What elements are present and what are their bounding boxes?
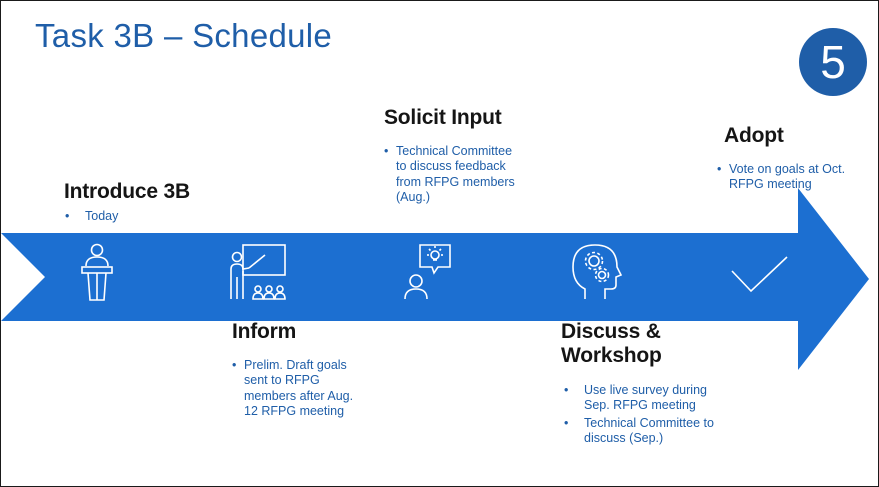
stage-introduce-title: Introduce 3B — [64, 180, 190, 203]
stage-adopt-bullet: Vote on goals at Oct. RFPG meeting — [717, 162, 867, 193]
stage-discuss-title: Discuss & Workshop — [561, 320, 662, 368]
stage-solicit-title: Solicit Input — [384, 106, 502, 129]
stage-solicit-bullets: Technical Committee to discuss feedback … — [384, 144, 516, 205]
stage-introduce-bullet: Today — [65, 209, 118, 225]
stage-inform-bullet: Prelim. Draft goals sent to RFPG members… — [232, 358, 362, 419]
head-gears-icon — [569, 241, 625, 301]
stage-adopt-title: Adopt — [724, 124, 784, 147]
stage-introduce-bullets: Today — [65, 209, 118, 225]
stage-solicit-bullet: Technical Committee to discuss feedback … — [384, 144, 516, 205]
idea-person-icon — [402, 241, 454, 301]
slide-title: Task 3B – Schedule — [35, 17, 333, 54]
stage-discuss-bullet: Use live survey during Sep. RFPG meeting — [564, 383, 724, 414]
timeline-arrow-shape — [1, 188, 869, 370]
stage-discuss-bullet: Technical Committee to discuss (Sep.) — [564, 416, 754, 447]
slide-number-badge: 5 — [799, 28, 867, 96]
podium-speaker-icon — [71, 242, 123, 302]
stage-discuss-bullets: Use live survey during Sep. RFPG meeting… — [564, 383, 754, 446]
stage-inform-title: Inform — [232, 320, 297, 343]
stage-inform-bullets: Prelim. Draft goals sent to RFPG members… — [232, 358, 362, 419]
presentation-audience-icon — [225, 241, 291, 303]
stage-adopt-bullets: Vote on goals at Oct. RFPG meeting — [717, 162, 867, 193]
checkmark-icon — [729, 255, 791, 295]
